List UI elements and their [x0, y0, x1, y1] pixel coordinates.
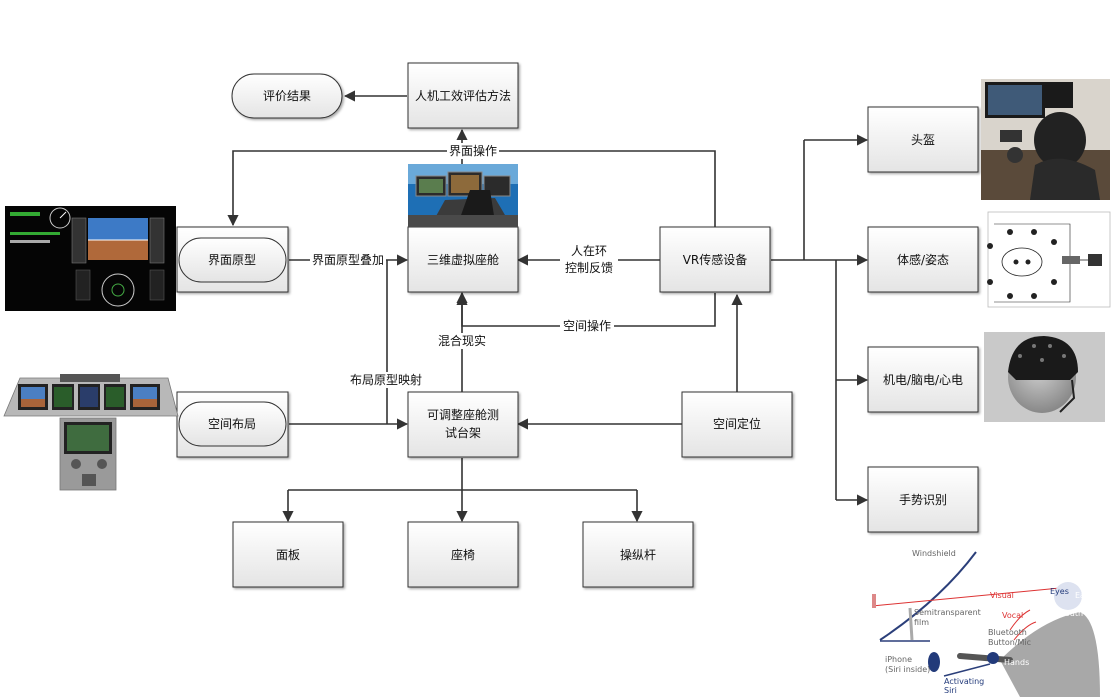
vr-helmet-photo [981, 79, 1110, 200]
illus-siri: Siri [944, 686, 957, 695]
illus-siri-inside: (Siri inside) [885, 665, 930, 674]
node-gesture-label: 手势识别 [899, 493, 947, 507]
cockpit-3d-image [408, 164, 518, 227]
node-adjustable-rig-label-1: 可调整座舱测 [427, 407, 499, 422]
voice-control-illustration: Windshield Visual Eyes Ears Mouth Semitr… [871, 549, 1100, 697]
illus-activating: Activating [944, 677, 984, 686]
node-seat[interactable] [407, 521, 519, 588]
node-panel-label: 面板 [276, 548, 300, 562]
illus-iphone: iPhone [885, 655, 912, 664]
illus-visual: Visual [990, 591, 1014, 600]
node-vr-device-label: VR传感设备 [683, 252, 748, 267]
edge-labels: 界面操作 界面原型叠加 人在环 控制反馈 空间操作 混合现实 布局原型映射 [310, 143, 618, 388]
node-body-pose-label: 体感/姿态 [897, 252, 949, 267]
label-overlay: 界面原型叠加 [312, 253, 384, 267]
node-eval-result-label: 评价结果 [263, 89, 311, 103]
illus-ears: Ears [1075, 591, 1092, 600]
node-space-layout[interactable] [178, 401, 287, 447]
node-vr-device[interactable] [659, 226, 771, 293]
label-layout-mapping: 布局原型映射 [350, 372, 422, 387]
node-adjustable-rig-label-2: 试台架 [445, 425, 481, 440]
node-interface-proto[interactable] [178, 237, 287, 283]
label-interface-operation: 界面操作 [449, 143, 497, 158]
node-seat-label: 座椅 [451, 547, 475, 562]
label-hitl-1: 人在环 [571, 244, 607, 258]
illus-windshield: Windshield [912, 549, 956, 558]
node-cockpit-3d-label: 三维虚拟座舱 [427, 252, 499, 267]
node-bio-signal[interactable] [867, 346, 979, 413]
node-cockpit-3d[interactable] [407, 226, 519, 293]
nodes: 评价结果 界面原型 空间布局 人机工效评估方法 三维虚拟座舱 VR传感设备 可调… [176, 62, 979, 588]
node-ergo-method[interactable] [407, 62, 519, 129]
node-stick[interactable] [582, 521, 694, 588]
node-interface-proto-label: 界面原型 [208, 253, 256, 267]
node-stick-label: 操纵杆 [620, 547, 656, 562]
label-hitl-2: 控制反馈 [565, 261, 613, 275]
illus-button-mic: Button/Mic [988, 638, 1031, 647]
node-panel[interactable] [232, 521, 344, 588]
node-space-locate-label: 空间定位 [713, 416, 761, 431]
node-bio-signal-label: 机电/脑电/心电 [883, 373, 963, 387]
illus-bluetooth: Bluetooth [988, 628, 1027, 637]
node-ergo-method-label: 人机工效评估方法 [415, 88, 511, 103]
illus-hands: Hands [1004, 658, 1029, 667]
node-helmet[interactable] [867, 106, 979, 173]
cockpit-panel-image [3, 374, 179, 491]
node-helmet-label: 头盔 [911, 132, 935, 147]
node-space-layout-label: 空间布局 [208, 417, 256, 431]
illus-mouth: Mouth [1058, 609, 1083, 618]
illus-semitransparent: Semitransparent [914, 608, 981, 617]
node-adjustable-rig[interactable] [407, 391, 519, 458]
body-tracking-diagram [987, 211, 1111, 308]
illus-film: film [914, 618, 929, 627]
eeg-cap-photo [984, 332, 1105, 422]
label-space-operation: 空间操作 [563, 318, 611, 333]
illus-eyes: Eyes [1050, 587, 1069, 596]
node-gesture[interactable] [867, 466, 979, 533]
label-mixed-reality: 混合现实 [438, 333, 486, 348]
node-eval-result[interactable] [231, 73, 343, 119]
pfd-display-image [5, 206, 176, 311]
node-body-pose[interactable] [867, 226, 979, 293]
illus-vocal: Vocal [1002, 611, 1023, 620]
node-space-locate[interactable] [681, 391, 793, 458]
